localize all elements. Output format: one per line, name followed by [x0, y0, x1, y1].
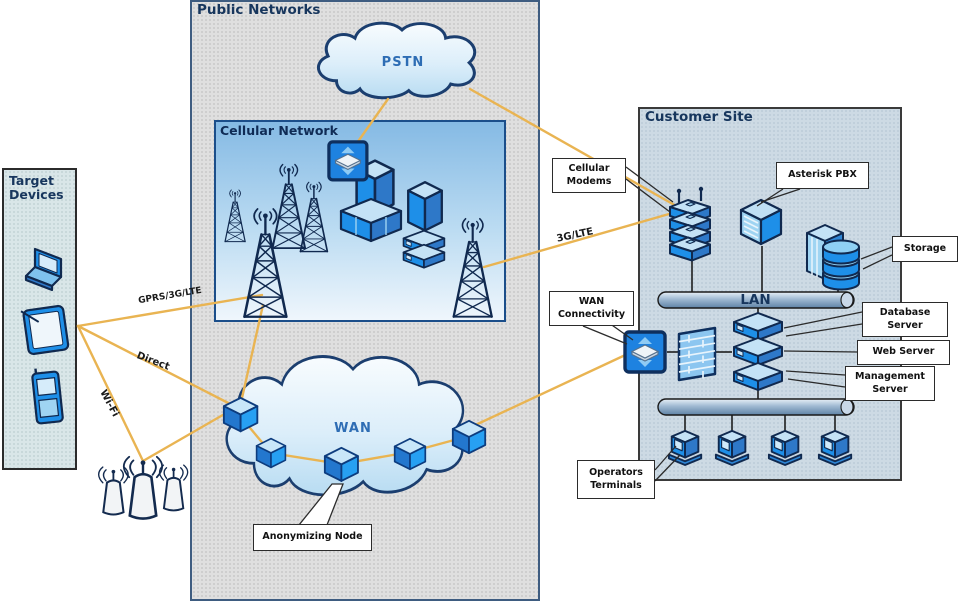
- pstn-label: PSTN: [381, 55, 425, 70]
- wan-label: WAN: [334, 421, 372, 436]
- cellular-network-box: Cellular Network: [214, 120, 506, 322]
- target-devices-title: Target Devices: [9, 173, 64, 202]
- callout-storage: Storage: [892, 236, 958, 262]
- callout-anonymizing-node: Anonymizing Node: [253, 524, 372, 551]
- callout-database-server: Database Server: [862, 302, 948, 337]
- callout-management-server: Management Server: [845, 366, 935, 401]
- link-label-3glte: 3G/LTE: [555, 226, 595, 245]
- callout-operators-terminals: Operators Terminals: [577, 460, 655, 499]
- cellular-network-title: Cellular Network: [220, 123, 338, 138]
- wifi-access-point-icon: [122, 455, 164, 520]
- callout-wan-connectivity: WAN Connectivity: [549, 291, 634, 326]
- callout-asterisk-pbx: Asterisk PBX: [776, 162, 869, 189]
- wifi-access-point-icon: [158, 464, 189, 512]
- wifi-access-points: [97, 455, 189, 520]
- public-networks-title: Public Networks: [197, 2, 321, 18]
- customer-site-title: Customer Site: [645, 109, 753, 125]
- link-label-direct: Direct: [135, 350, 171, 373]
- callout-web-server: Web Server: [857, 340, 950, 365]
- wifi-access-point-icon: [97, 466, 130, 516]
- lan-bus-label: LAN: [740, 292, 771, 308]
- target-devices-box: Target Devices: [2, 168, 77, 470]
- link-wifi: [76, 324, 145, 463]
- link-label-wifi: Wi-Fi: [97, 388, 121, 419]
- callout-cellular-modems: Cellular Modems: [552, 158, 626, 193]
